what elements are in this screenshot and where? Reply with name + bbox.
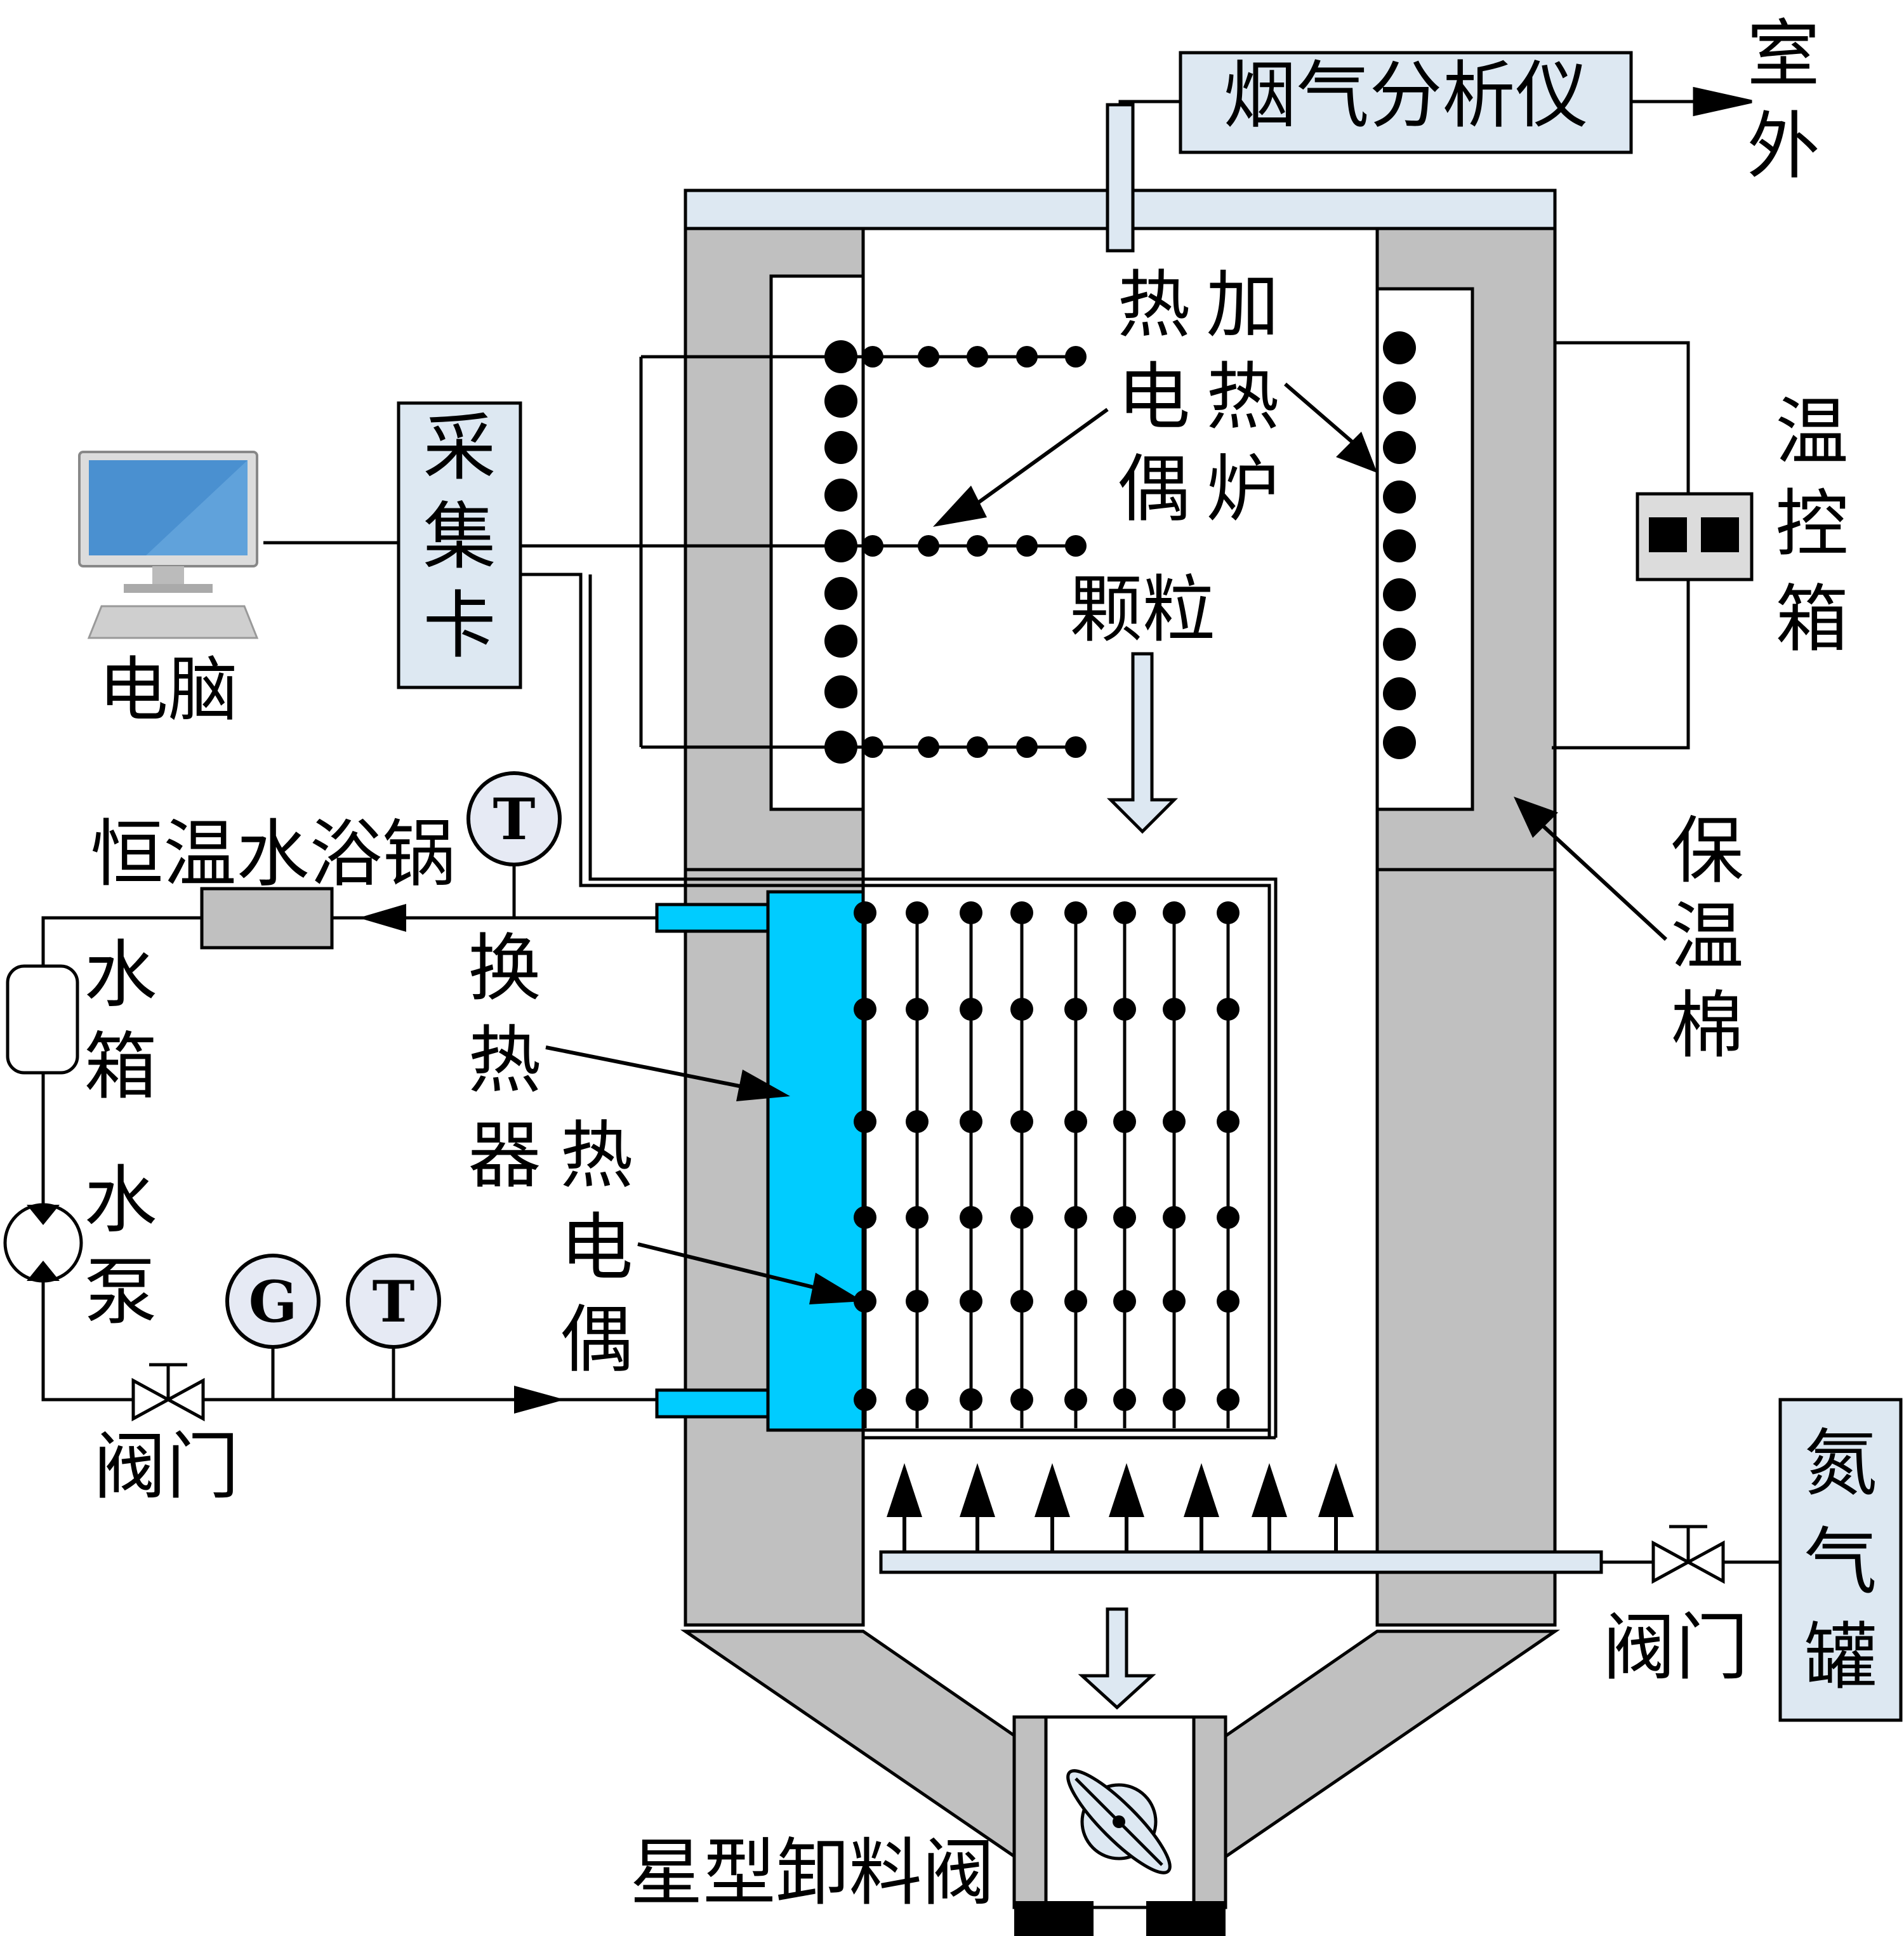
daq-card: 采 集 卡 — [397, 401, 522, 689]
flow-arrow-supply — [514, 1386, 565, 1414]
water-tank-label-1: 水 — [84, 932, 157, 1018]
valve-right-icon — [1651, 1525, 1725, 1584]
heating-furnace-label-2: 热 — [1206, 355, 1279, 440]
outdoor-label-2: 外 — [1747, 104, 1820, 189]
outdoor-label: 室 外 — [1747, 12, 1820, 189]
heat-exchanger-label-2: 热 — [468, 1018, 541, 1103]
heating-furnace-label-1: 加 — [1206, 263, 1279, 348]
flow-gauge-label: G — [249, 1268, 298, 1336]
hx-thermocouple-label-1: 热 — [560, 1113, 633, 1198]
rotary-valve — [1012, 1715, 1227, 1936]
computer-label: 电脑 — [98, 649, 238, 731]
daq-card-label-3: 卡 — [423, 583, 496, 668]
temperature-gauge-top-label: T — [493, 786, 536, 853]
insulation-label-1: 保 — [1670, 809, 1743, 894]
water-tank — [6, 964, 79, 1075]
thermocouple-label-top-1: 热 — [1117, 263, 1190, 348]
water-bath-label: 恒温水浴锅 — [90, 812, 455, 897]
flue-gas-analyzer: 烟气分析仪 — [1179, 51, 1633, 154]
discharge-down-arrow — [1078, 1607, 1156, 1710]
temp-control-box-label-3: 箱 — [1775, 577, 1848, 662]
thermocouple-label-top-3: 偶 — [1117, 447, 1190, 532]
insulation-arrow — [1514, 797, 1668, 941]
nitrogen-distributor-pipe — [879, 1550, 1603, 1574]
water-pump-icon — [3, 1203, 83, 1283]
furnace-heating-elements-right — [1383, 331, 1416, 759]
heat-exchanger-label: 换 热 器 — [468, 926, 541, 1198]
temperature-gauge-top: T — [466, 771, 562, 866]
valve-right-label: 阀门 — [1603, 1605, 1749, 1690]
furnace-heating-elements-left — [824, 340, 857, 764]
water-bath — [200, 887, 334, 950]
nitrogen-up-arrows — [887, 1463, 1354, 1555]
temp-control-box-label-1: 温 — [1775, 390, 1848, 475]
flow-gauge: G — [225, 1254, 321, 1349]
flue-gas-analyzer-label: 烟气分析仪 — [1223, 53, 1588, 138]
hx-thermocouple-label: 热 电 偶 — [560, 1113, 633, 1382]
flow-arrow-return — [359, 904, 406, 932]
temperature-gauge-bottom-label: T — [373, 1268, 415, 1336]
heat-exchanger-label-1: 换 — [468, 926, 541, 1011]
water-tank-label-2: 箱 — [84, 1024, 157, 1110]
daq-card-label-1: 采 — [423, 406, 496, 491]
heating-furnace-label-3: 炉 — [1206, 447, 1279, 532]
heat-exchanger-box — [863, 1428, 1276, 1440]
hx-thermocouple-points — [854, 901, 1240, 1411]
daq-card-label-2: 集 — [423, 494, 496, 580]
insulation-label: 保 温 棉 — [1670, 809, 1743, 1068]
valve-left-label: 阀门 — [93, 1424, 239, 1509]
computer-icon — [78, 451, 259, 639]
nitrogen-tank-label-3: 罐 — [1804, 1615, 1877, 1700]
temp-control-box-label: 温 控 箱 — [1775, 390, 1848, 662]
temp-control-box — [1636, 492, 1754, 581]
callout-arrows-top — [933, 382, 1377, 527]
temp-control-box-label-2: 控 — [1775, 482, 1848, 567]
thermocouple-label-top: 热 电 偶 — [1117, 263, 1190, 532]
hx-thermocouple-label-3: 偶 — [560, 1297, 633, 1382]
outdoor-label-1: 室 — [1747, 12, 1820, 97]
temperature-gauge-bottom: T — [346, 1254, 441, 1349]
heating-furnace-label: 加 热 炉 — [1206, 263, 1279, 532]
valve-left-icon — [131, 1363, 205, 1422]
thermocouple-points-top — [862, 346, 1087, 758]
water-pump-label: 水 泵 — [84, 1158, 157, 1335]
particles-down-arrow — [1106, 652, 1179, 834]
callout-arrows-hx — [545, 1045, 863, 1304]
heat-exchanger-label-3: 器 — [468, 1113, 541, 1198]
water-tank-label: 水 箱 — [84, 932, 157, 1110]
nitrogen-tank-label-1: 氮 — [1804, 1421, 1877, 1506]
insulation-label-2: 温 — [1670, 894, 1743, 979]
hx-thermocouple-lines — [863, 911, 1230, 1428]
flue-gas-line — [1106, 86, 1752, 253]
nitrogen-tank: 氮 气 罐 — [1778, 1398, 1903, 1722]
nitrogen-tank-label-2: 气 — [1804, 1520, 1877, 1605]
water-pump-label-1: 水 — [84, 1158, 157, 1243]
water-pump-label-2: 泵 — [84, 1250, 157, 1335]
particles-label: 颗粒 — [1069, 567, 1215, 653]
heat-exchanger — [655, 890, 865, 1432]
hx-thermocouple-label-2: 电 — [560, 1205, 633, 1290]
thermocouple-label-top-2: 电 — [1117, 355, 1190, 440]
rotary-valve-label: 星型卸料阀 — [630, 1831, 995, 1916]
insulation-label-3: 棉 — [1670, 983, 1743, 1068]
